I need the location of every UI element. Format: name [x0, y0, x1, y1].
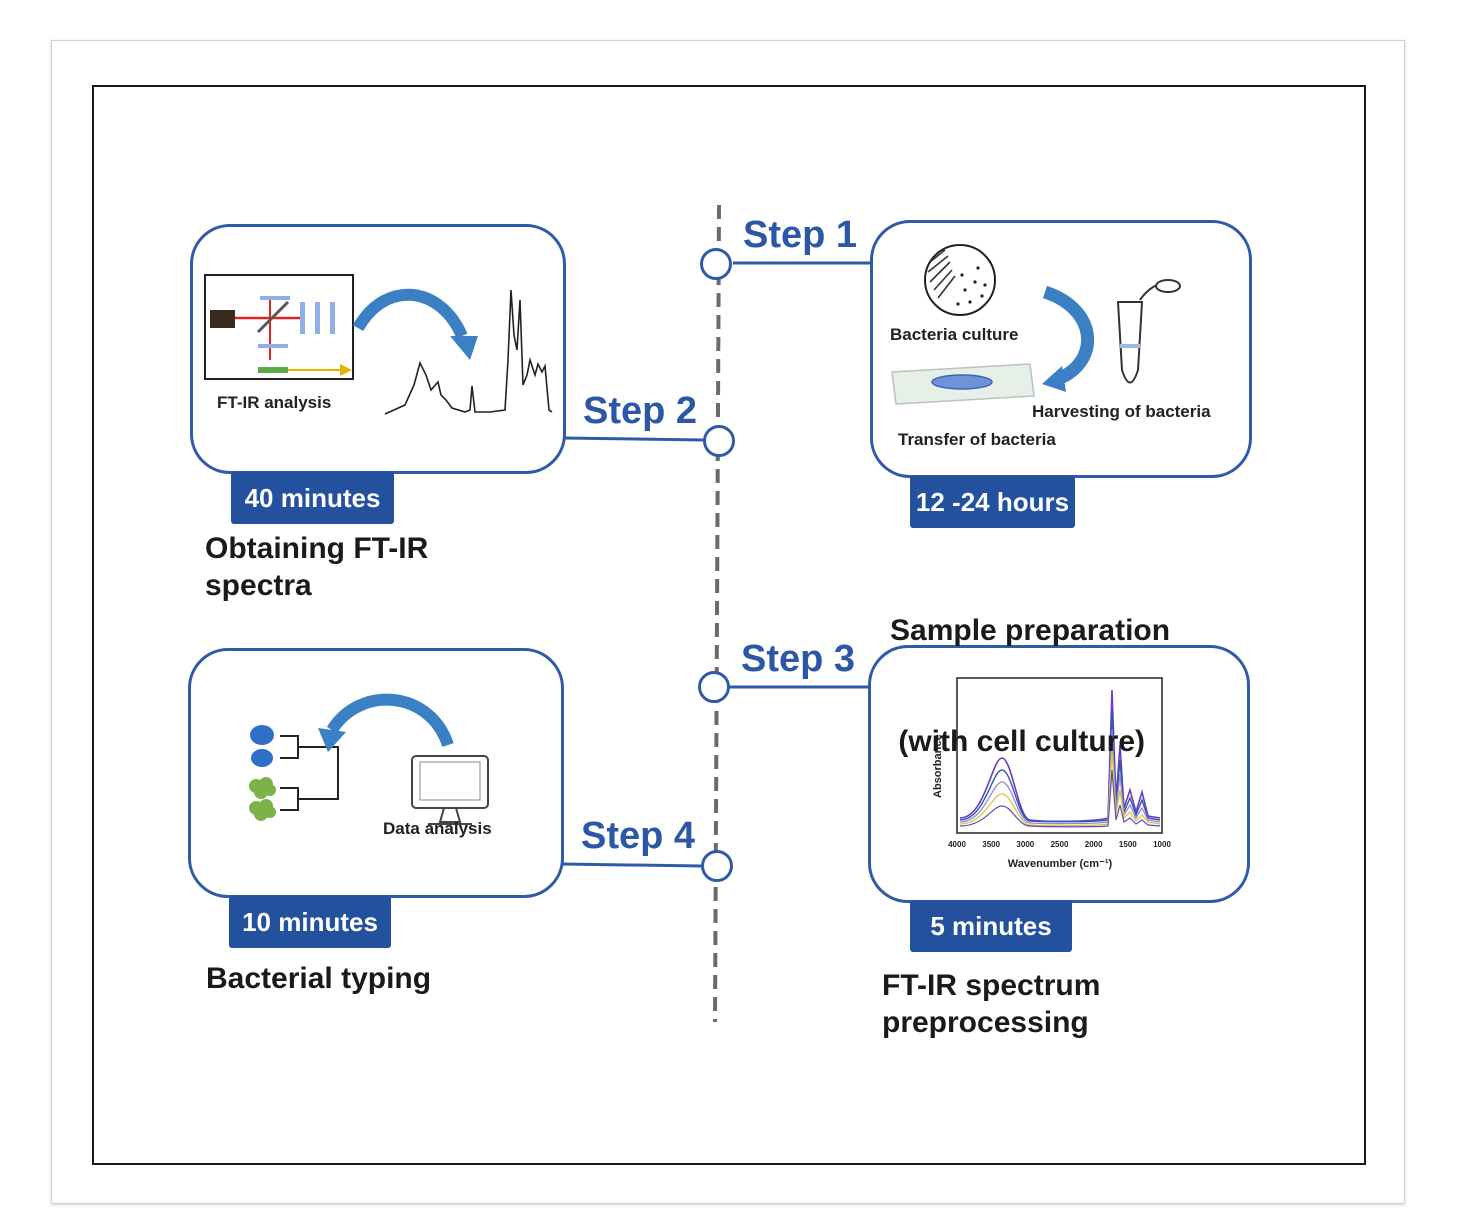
figure-frame — [92, 85, 1366, 1165]
plot-xtick-label: 1500 — [1119, 840, 1137, 849]
step-4-caption: Bacterial typing — [206, 960, 431, 997]
arrow-head-icon — [318, 728, 346, 752]
timeline-node-step-3 — [698, 671, 730, 703]
computer-monitor-icon — [411, 755, 489, 825]
plot-xtick-label: 3000 — [1016, 840, 1034, 849]
ir-spectrum-icon — [384, 289, 553, 415]
ftir-analysis-label: FT-IR analysis — [217, 393, 332, 412]
plot-xtick-label: 2000 — [1085, 840, 1103, 849]
step-3-caption: FT-IR spectrum preprocessing — [882, 967, 1100, 1041]
step-4-label: Step 4 — [581, 815, 696, 857]
plot-xlabel: Wavenumber (cm⁻¹) — [1008, 858, 1113, 870]
petri-dish-icon — [924, 244, 996, 316]
caption-line: Bacterial typing — [206, 962, 432, 995]
caption-line: (with cell culture) — [890, 725, 1146, 758]
arrow-head-icon — [450, 336, 478, 360]
caption-line: preprocessing — [882, 1006, 1089, 1039]
step-4-duration-badge: 10 minutes — [229, 896, 391, 948]
curved-arrow-icon — [326, 693, 454, 748]
timeline-node-step-1 — [700, 248, 732, 280]
step-2-panel — [190, 224, 566, 474]
caption-line: Obtaining FT-IR — [205, 532, 429, 565]
step-2-label: Step 2 — [583, 390, 698, 432]
harvesting-label: Harvesting of bacteria — [1032, 402, 1211, 421]
plot-xtick-label: 4000 — [948, 840, 966, 849]
bacteria-culture-label: Bacteria culture — [890, 325, 1019, 344]
step-3-duration-badge: 5 minutes — [910, 900, 1072, 952]
connector-step-4 — [560, 862, 703, 868]
glass-slide-icon — [891, 363, 1035, 405]
plot-xtick-label: 1000 — [1153, 840, 1171, 849]
transfer-label: Transfer of bacteria — [898, 430, 1056, 449]
spectra-plot-icon — [956, 677, 1163, 834]
data-analysis-label: Data analysis — [383, 819, 492, 838]
step-1-label: Step 1 — [743, 214, 858, 256]
caption-line: FT-IR spectrum — [882, 969, 1101, 1002]
dendrogram-icon — [249, 725, 339, 821]
step-2-caption: Obtaining FT-IR spectra — [205, 530, 428, 604]
plot-ylabel: Absorbance — [932, 734, 944, 798]
centrifuge-tube-icon — [1116, 279, 1181, 384]
curved-arrow-icon — [1042, 285, 1095, 387]
caption-line: Sample preparation — [890, 614, 1171, 647]
caption-line: spectra — [205, 569, 312, 602]
curved-arrow-icon — [352, 288, 468, 339]
plot-xtick-label: 2500 — [1051, 840, 1069, 849]
step-3-label: Step 3 — [741, 638, 856, 680]
plot-xtick-label: 3500 — [982, 840, 1000, 849]
plot-xticks: 4000 3500 3000 2500 2000 1500 1000 — [948, 840, 1171, 849]
timeline-node-step-4 — [701, 850, 733, 882]
spectrometer-icon — [204, 274, 354, 380]
step-2-duration-badge: 40 minutes — [231, 472, 394, 524]
timeline-line — [713, 204, 721, 1023]
timeline-node-step-2 — [703, 425, 735, 457]
arrow-head-icon — [1042, 366, 1066, 392]
step-1-caption: Sample preparation (with cell culture) — [890, 538, 1170, 797]
connector-step-2 — [562, 436, 705, 442]
step-1-duration-badge: 12 -24 hours — [910, 476, 1075, 528]
